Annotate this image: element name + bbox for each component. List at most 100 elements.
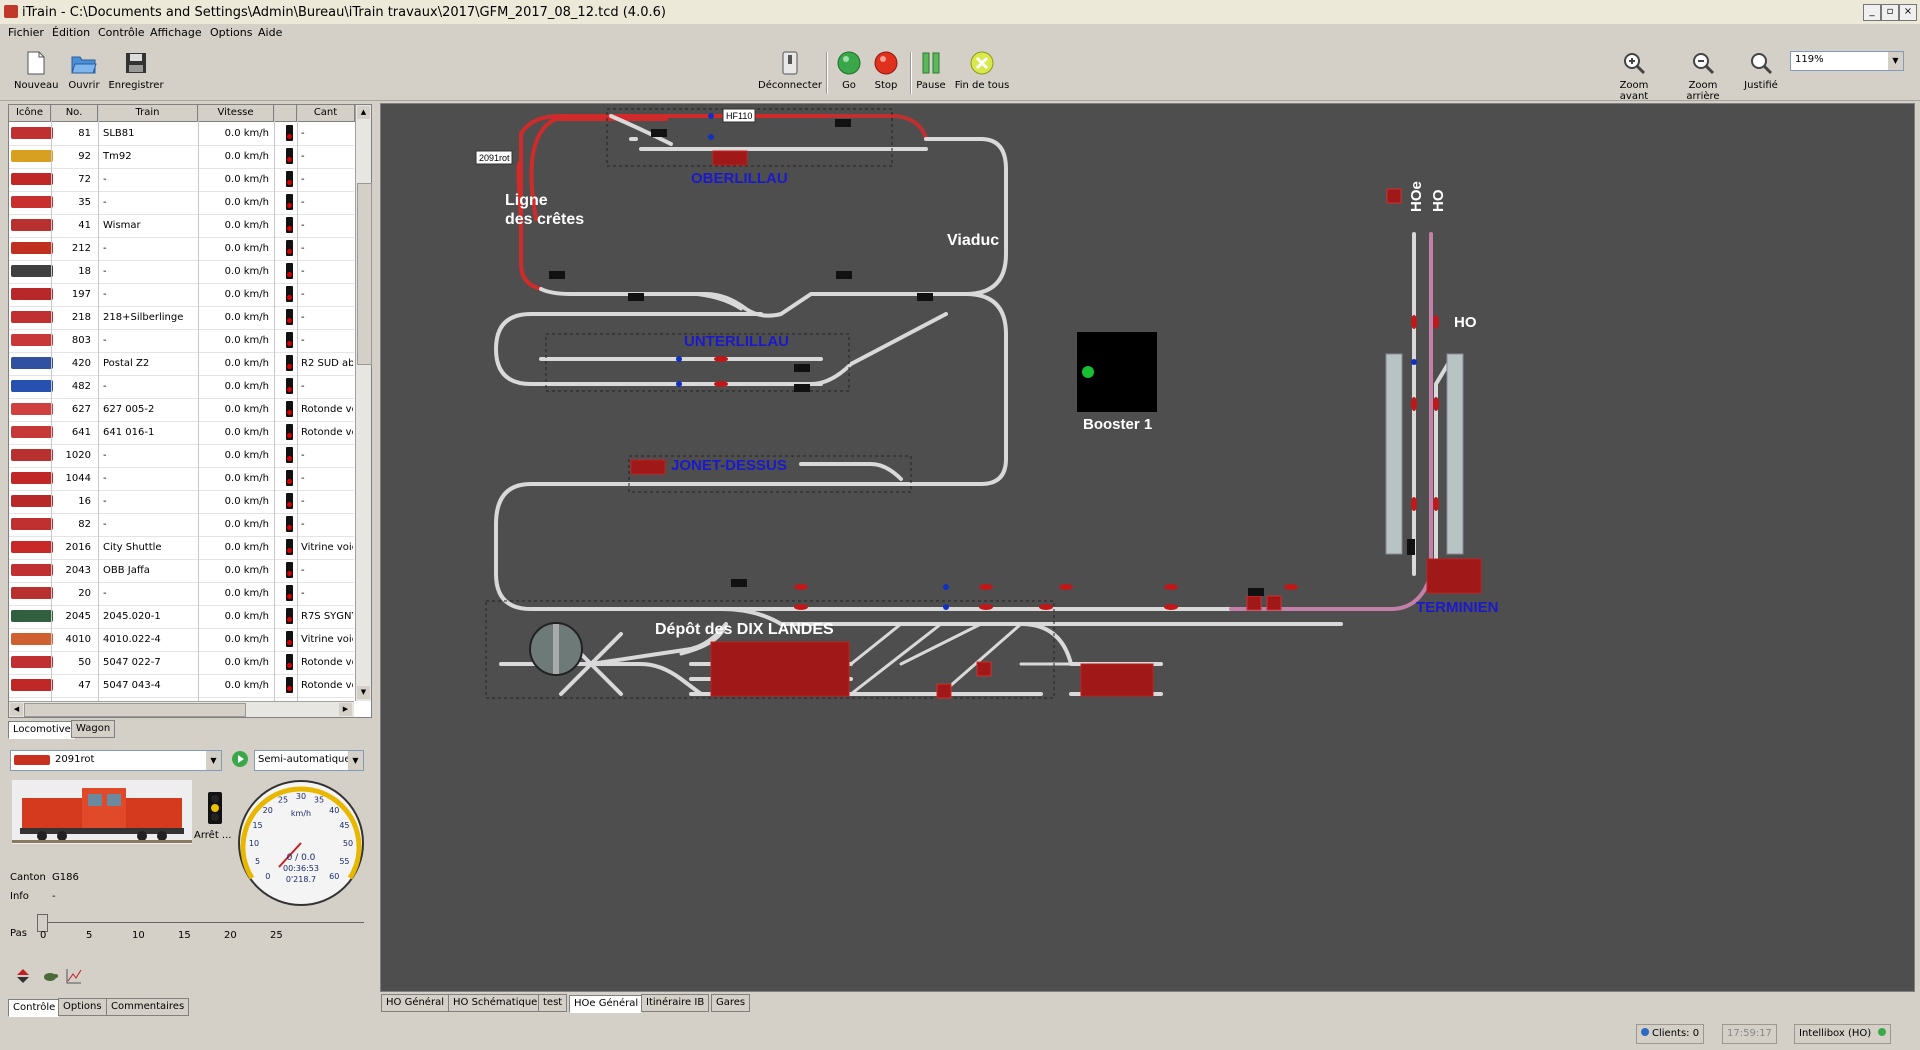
vertical-scrollbar[interactable]: ▲ ▼ — [355, 105, 372, 701]
row-canton: - — [301, 128, 305, 139]
justifie-button[interactable]: Justifié — [1740, 50, 1782, 91]
depot-building — [710, 641, 850, 697]
ouvrir-button[interactable]: Ouvrir — [62, 50, 106, 91]
tab-commentaires[interactable]: Commentaires — [106, 998, 190, 1016]
table-row[interactable]: 803-0.0 km/h- — [9, 329, 354, 353]
scale-tick-label: 10 — [132, 930, 145, 941]
nouveau-button[interactable]: Nouveau — [14, 50, 58, 91]
fin-de-tous-button[interactable]: Fin de tous — [954, 50, 1010, 91]
scroll-down-icon[interactable]: ▼ — [357, 686, 370, 699]
graph-icon[interactable] — [66, 968, 82, 987]
table-row[interactable]: 18-0.0 km/h- — [9, 260, 354, 284]
row-canton: - — [301, 381, 305, 392]
toolbar: Nouveau Ouvrir Enregistrer Déconnecter G… — [0, 42, 1920, 102]
table-row[interactable]: 16-0.0 km/h- — [9, 490, 354, 514]
tab-ho-general[interactable]: HO Général — [381, 994, 449, 1012]
row-number: 1020 — [65, 450, 91, 461]
menu-controle[interactable]: Contrôle — [98, 26, 145, 39]
table-row[interactable]: 35-0.0 km/h- — [9, 191, 354, 215]
table-row[interactable]: 20-0.0 km/h- — [9, 582, 354, 606]
row-speed: 0.0 km/h — [224, 565, 269, 576]
header-train[interactable]: Train — [98, 105, 198, 122]
minimize-button[interactable]: _ — [1863, 4, 1881, 21]
pause-button[interactable]: Pause — [914, 50, 948, 91]
tag-hf110-text: HF110 — [726, 111, 752, 121]
chevron-down-icon[interactable]: ▼ — [206, 751, 221, 770]
header-no[interactable]: No. — [51, 105, 98, 122]
table-row[interactable]: 197-0.0 km/h- — [9, 283, 354, 307]
header-signal[interactable] — [274, 105, 297, 122]
tab-itineraire-ib[interactable]: Itinéraire IB — [641, 994, 710, 1012]
row-train: 4010.022-4 — [103, 634, 161, 645]
header-icone[interactable]: Icône — [9, 105, 51, 122]
chevron-down-icon[interactable]: ▼ — [1888, 52, 1903, 70]
train-select[interactable]: 2091rot ▼ — [10, 750, 222, 771]
table-row[interactable]: 482-0.0 km/h- — [9, 375, 354, 399]
table-row[interactable]: 1044-0.0 km/h- — [9, 467, 354, 491]
table-row[interactable]: 212-0.0 km/h- — [9, 237, 354, 261]
table-row[interactable]: 1020-0.0 km/h- — [9, 444, 354, 468]
stop-button[interactable]: Stop — [870, 50, 902, 91]
menu-edition[interactable]: Édition — [52, 26, 91, 39]
tab-gares[interactable]: Gares — [711, 994, 751, 1012]
label-depot: Dépôt des DIX LANDES — [655, 621, 834, 638]
tab-options[interactable]: Options — [58, 998, 107, 1016]
deconnecter-button[interactable]: Déconnecter — [758, 50, 822, 91]
horizontal-scrollbar[interactable]: ◀ ▶ — [9, 701, 354, 717]
scroll-left-icon[interactable]: ◀ — [10, 703, 23, 716]
speed-slider-thumb[interactable] — [37, 914, 48, 932]
table-row[interactable]: 72-0.0 km/h- — [9, 168, 354, 192]
tab-hoe-general[interactable]: HOe Général — [569, 995, 644, 1013]
zoom-in-button[interactable]: Zoom avant — [1606, 50, 1662, 102]
tab-test[interactable]: test — [538, 994, 568, 1012]
direction-arrows-icon[interactable] — [16, 968, 30, 987]
maximize-button[interactable]: ▫ — [1881, 4, 1899, 21]
header-canton[interactable]: Cant — [297, 105, 355, 122]
tag-hf110[interactable] — [722, 108, 756, 123]
menu-options[interactable]: Options — [210, 26, 253, 39]
layout-canvas[interactable]: HF110 2091rot OBERLILLAU UNTERLILLAU JON… — [380, 103, 1915, 992]
close-button[interactable]: × — [1899, 4, 1917, 21]
tab-controle[interactable]: Contrôle — [8, 999, 61, 1017]
menu-aide[interactable]: Aide — [258, 26, 283, 39]
speed-slider-track[interactable] — [40, 922, 364, 923]
go-button[interactable]: Go — [834, 50, 864, 91]
scroll-up-icon[interactable]: ▲ — [357, 106, 370, 119]
label-booster: Booster 1 — [1083, 416, 1152, 433]
menu-fichier[interactable]: Fichier — [8, 26, 44, 39]
zoom-out-button[interactable]: Zoom arrière — [1672, 50, 1734, 102]
platform-left — [1385, 353, 1403, 555]
tag-2091rot[interactable] — [475, 150, 513, 165]
tab-ho-schematique[interactable]: HO Schématique — [448, 994, 543, 1012]
row-speed: 0.0 km/h — [224, 266, 269, 277]
tab-wagon[interactable]: Wagon — [71, 720, 116, 738]
chevron-down-icon[interactable]: ▼ — [348, 751, 363, 770]
menu-affichage[interactable]: Affichage — [150, 26, 202, 39]
canton-value: G186 — [52, 872, 79, 883]
h-scrollbar-thumb[interactable] — [24, 703, 246, 717]
scrollbar-thumb[interactable] — [357, 183, 372, 365]
tab-locomotive[interactable]: Locomotive — [8, 721, 76, 739]
go-light-icon — [836, 50, 862, 76]
scroll-right-icon[interactable]: ▶ — [339, 703, 352, 716]
play-icon[interactable] — [232, 751, 248, 767]
header-vitesse[interactable]: Vitesse — [198, 105, 274, 122]
enregistrer-button[interactable]: Enregistrer — [108, 50, 164, 91]
zoom-select[interactable]: 119% ▼ — [1790, 51, 1904, 71]
turtle-icon[interactable] — [42, 970, 58, 985]
mode-select[interactable]: Semi-automatique ▼ — [254, 750, 364, 771]
table-row[interactable]: 82-0.0 km/h- — [9, 513, 354, 537]
